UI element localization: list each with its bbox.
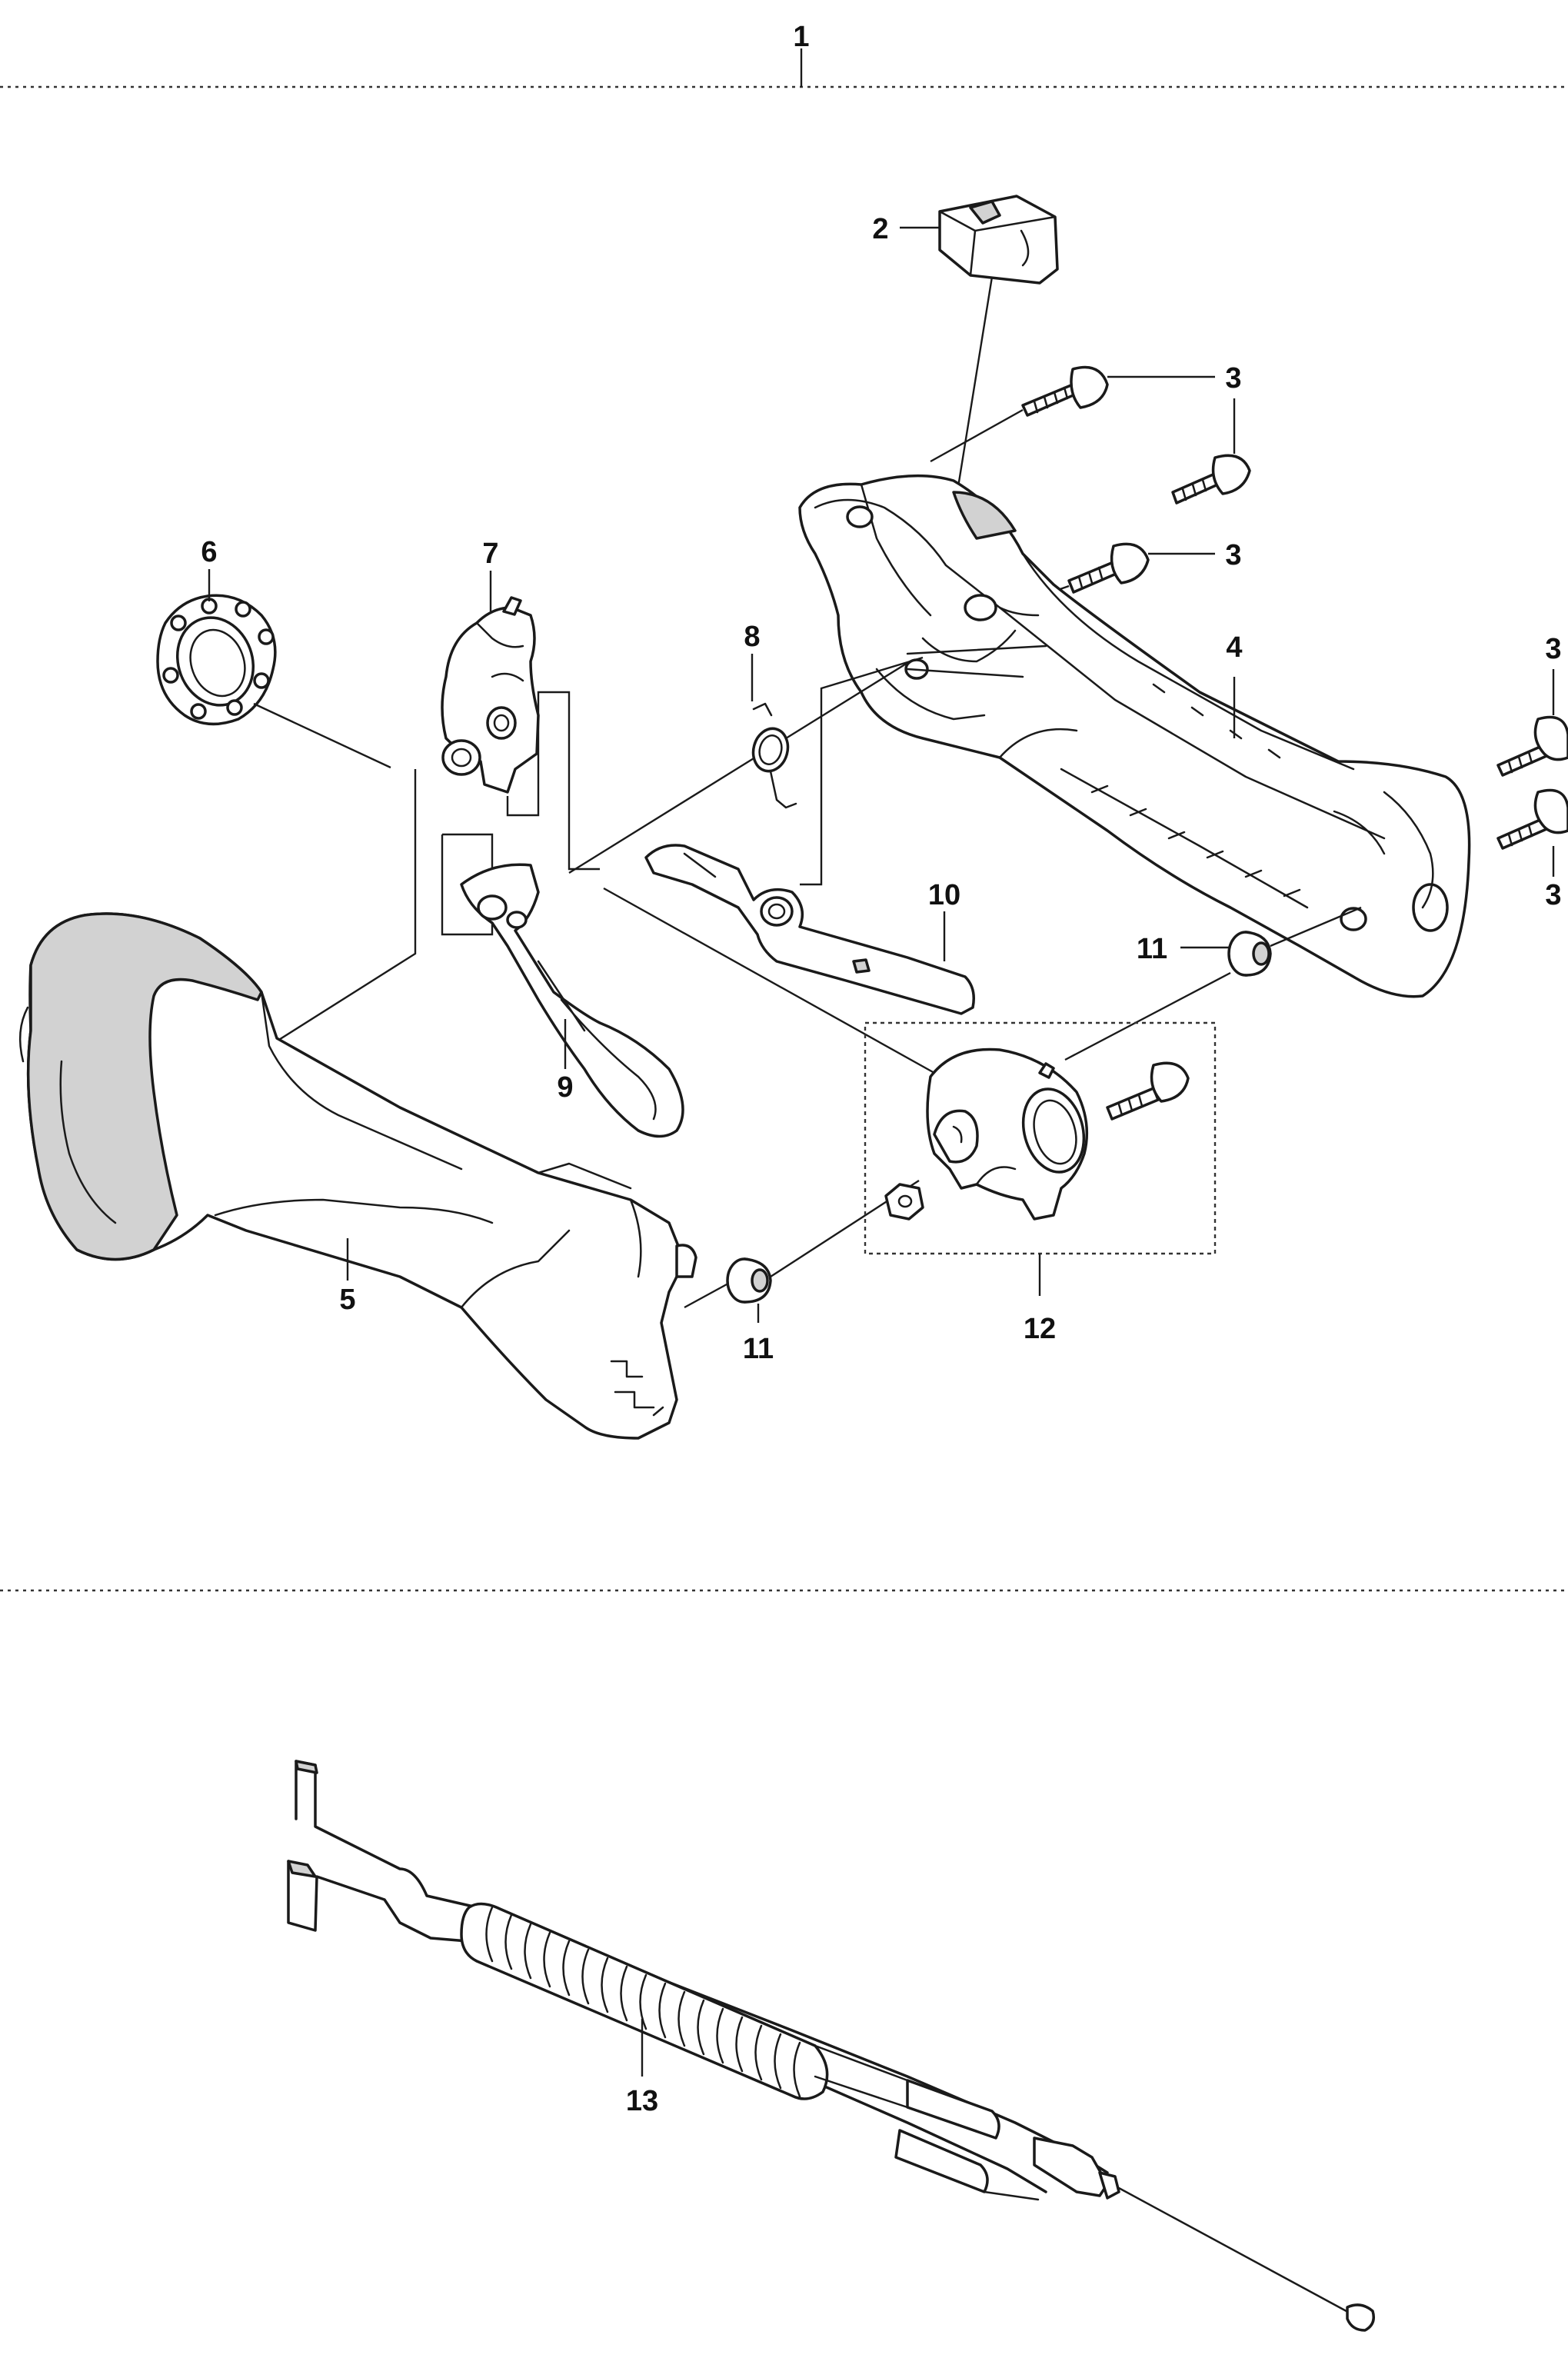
callout-8[interactable]: 8 [744, 621, 760, 653]
part-5-rear-handle[interactable] [18, 912, 697, 1440]
callout-3c[interactable]: 3 [1545, 633, 1561, 665]
callout-12[interactable]: 12 [1024, 1313, 1056, 1345]
callout-2: 2 [872, 213, 888, 245]
callout-10[interactable]: 10 [928, 879, 960, 911]
leader-11b-to-handle [684, 1283, 727, 1309]
callout-7[interactable]: 7 [482, 538, 498, 570]
leader-8-to-lever10 [800, 656, 924, 886]
callout-5[interactable]: 5 [339, 1284, 355, 1316]
part-11-bushing-upper[interactable] [1227, 931, 1272, 977]
callout-11a[interactable]: 11 [1137, 933, 1167, 965]
callout-3d[interactable]: 3 [1545, 879, 1561, 911]
part-12-bolt[interactable] [1106, 1061, 1190, 1121]
part-13-throttle-cable[interactable] [287, 1760, 1375, 2332]
part-12-nut[interactable] [884, 1183, 924, 1221]
part-3-screw-c[interactable] [1067, 542, 1150, 594]
callout-13[interactable]: 13 [626, 2085, 658, 2117]
callout-3b[interactable]: 3 [1225, 539, 1241, 571]
part-3-screw-d[interactable] [1496, 715, 1568, 777]
part-9-throttle-trigger[interactable] [460, 863, 684, 1138]
part-4-handle-housing[interactable] [798, 474, 1471, 998]
callout-6[interactable]: 6 [201, 536, 217, 568]
part-3-screw-a[interactable] [1021, 365, 1109, 417]
assembly-leader-to-bracket12 [603, 887, 935, 1074]
callout-9[interactable]: 9 [557, 1071, 573, 1104]
leader-2-to-housing [952, 276, 994, 516]
assembly-leader-to-housing [568, 661, 908, 874]
part-3-screw-e[interactable] [1496, 788, 1568, 850]
assembly-leader-left [268, 769, 417, 1047]
part-12-mounting-bracket[interactable] [926, 1047, 1093, 1221]
part-10-lock-lever[interactable] [644, 844, 975, 1015]
callout-1: 1 [793, 21, 809, 53]
part-8-spring[interactable] [749, 702, 797, 809]
part-6-damper-ring[interactable] [156, 594, 277, 726]
leader-11a-to-bracket [1064, 971, 1231, 1061]
callout-11b[interactable]: 11 [743, 1333, 774, 1365]
part-11-bushing-lower[interactable] [726, 1257, 772, 1304]
leader-6-to-handle [253, 702, 391, 769]
leader-11a-to-housing [1270, 906, 1362, 948]
part-7-clamp-bracket[interactable] [441, 596, 540, 794]
leader-3a-to-housing [930, 408, 1024, 463]
callout-3a[interactable]: 3 [1225, 362, 1241, 395]
callout-4[interactable]: 4 [1226, 631, 1242, 664]
assembly-leader-box-7 [506, 691, 600, 871]
part-2-switch-button[interactable] [938, 195, 1059, 285]
part-3-screw-b[interactable] [1171, 454, 1251, 505]
